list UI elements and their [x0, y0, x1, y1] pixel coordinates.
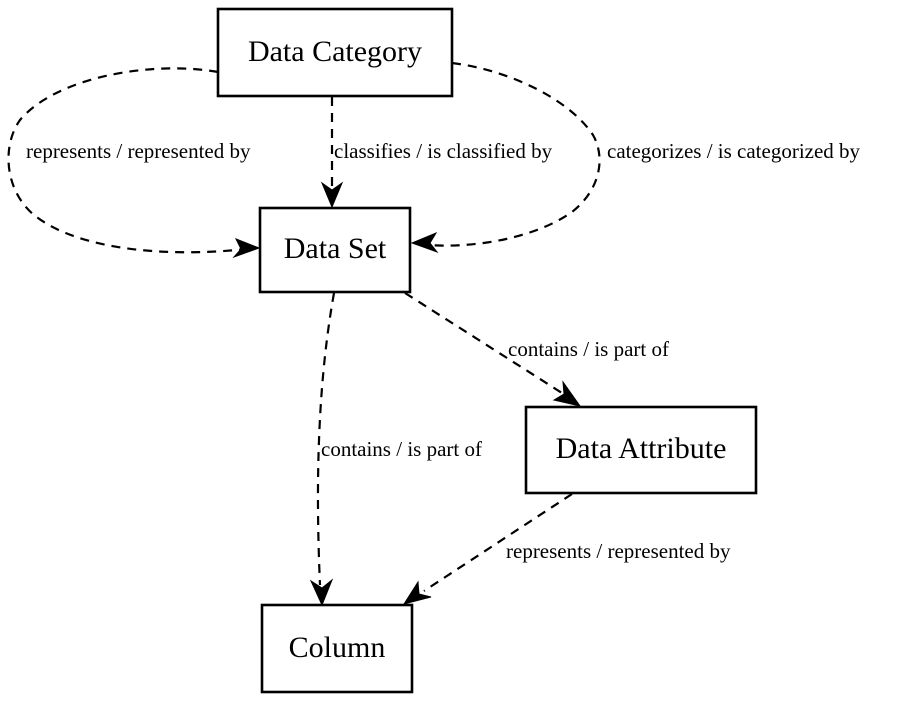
node-data-attribute[interactable]: Data Attribute [524, 405, 758, 495]
edge-label-classifies: classifies / is classified by [334, 139, 553, 163]
edge-classifies[interactable] [320, 97, 344, 209]
edge-contains-column-line [316, 292, 336, 586]
edge-label-represents-column: represents / represented by [506, 539, 731, 563]
edge-represents-line [7, 67, 247, 254]
node-data-attribute-label: Data Attribute [556, 432, 727, 465]
node-data-category[interactable]: Data Category [216, 7, 454, 98]
node-data-attribute-box [524, 405, 758, 495]
node-data-set-box [258, 206, 412, 294]
edge-categorizes-arrowhead [410, 231, 439, 254]
node-data-category-box [216, 7, 454, 98]
edge-represents-arrowhead [232, 238, 261, 259]
edge-represents-column[interactable] [402, 493, 573, 605]
edge-represents-column-arrowhead [402, 580, 432, 605]
edge-contains-column-arrowhead [309, 578, 334, 607]
edge-represents[interactable] [7, 67, 261, 259]
edge-label-represents: represents / represented by [26, 139, 251, 163]
node-data-set-label: Data Set [284, 232, 387, 265]
node-column[interactable]: Column [260, 603, 414, 694]
node-column-label: Column [289, 631, 386, 664]
node-data-category-label: Data Category [248, 35, 422, 68]
edge-represents-column-line [423, 493, 573, 592]
node-column-box [260, 603, 414, 694]
edge-label-categorizes: categorizes / is categorized by [607, 139, 861, 163]
edge-categorizes-line [427, 61, 601, 247]
edge-label-contains-column: contains / is part of [321, 437, 482, 461]
edge-contains-attribute-arrowhead [552, 380, 582, 407]
edge-categorizes[interactable] [410, 61, 601, 254]
node-data-set[interactable]: Data Set [258, 206, 412, 294]
edge-classifies-arrowhead [320, 181, 344, 209]
edge-contains-attribute[interactable] [404, 292, 582, 407]
edge-label-contains-attribute: contains / is part of [508, 337, 669, 361]
edge-contains-column[interactable] [309, 292, 336, 607]
